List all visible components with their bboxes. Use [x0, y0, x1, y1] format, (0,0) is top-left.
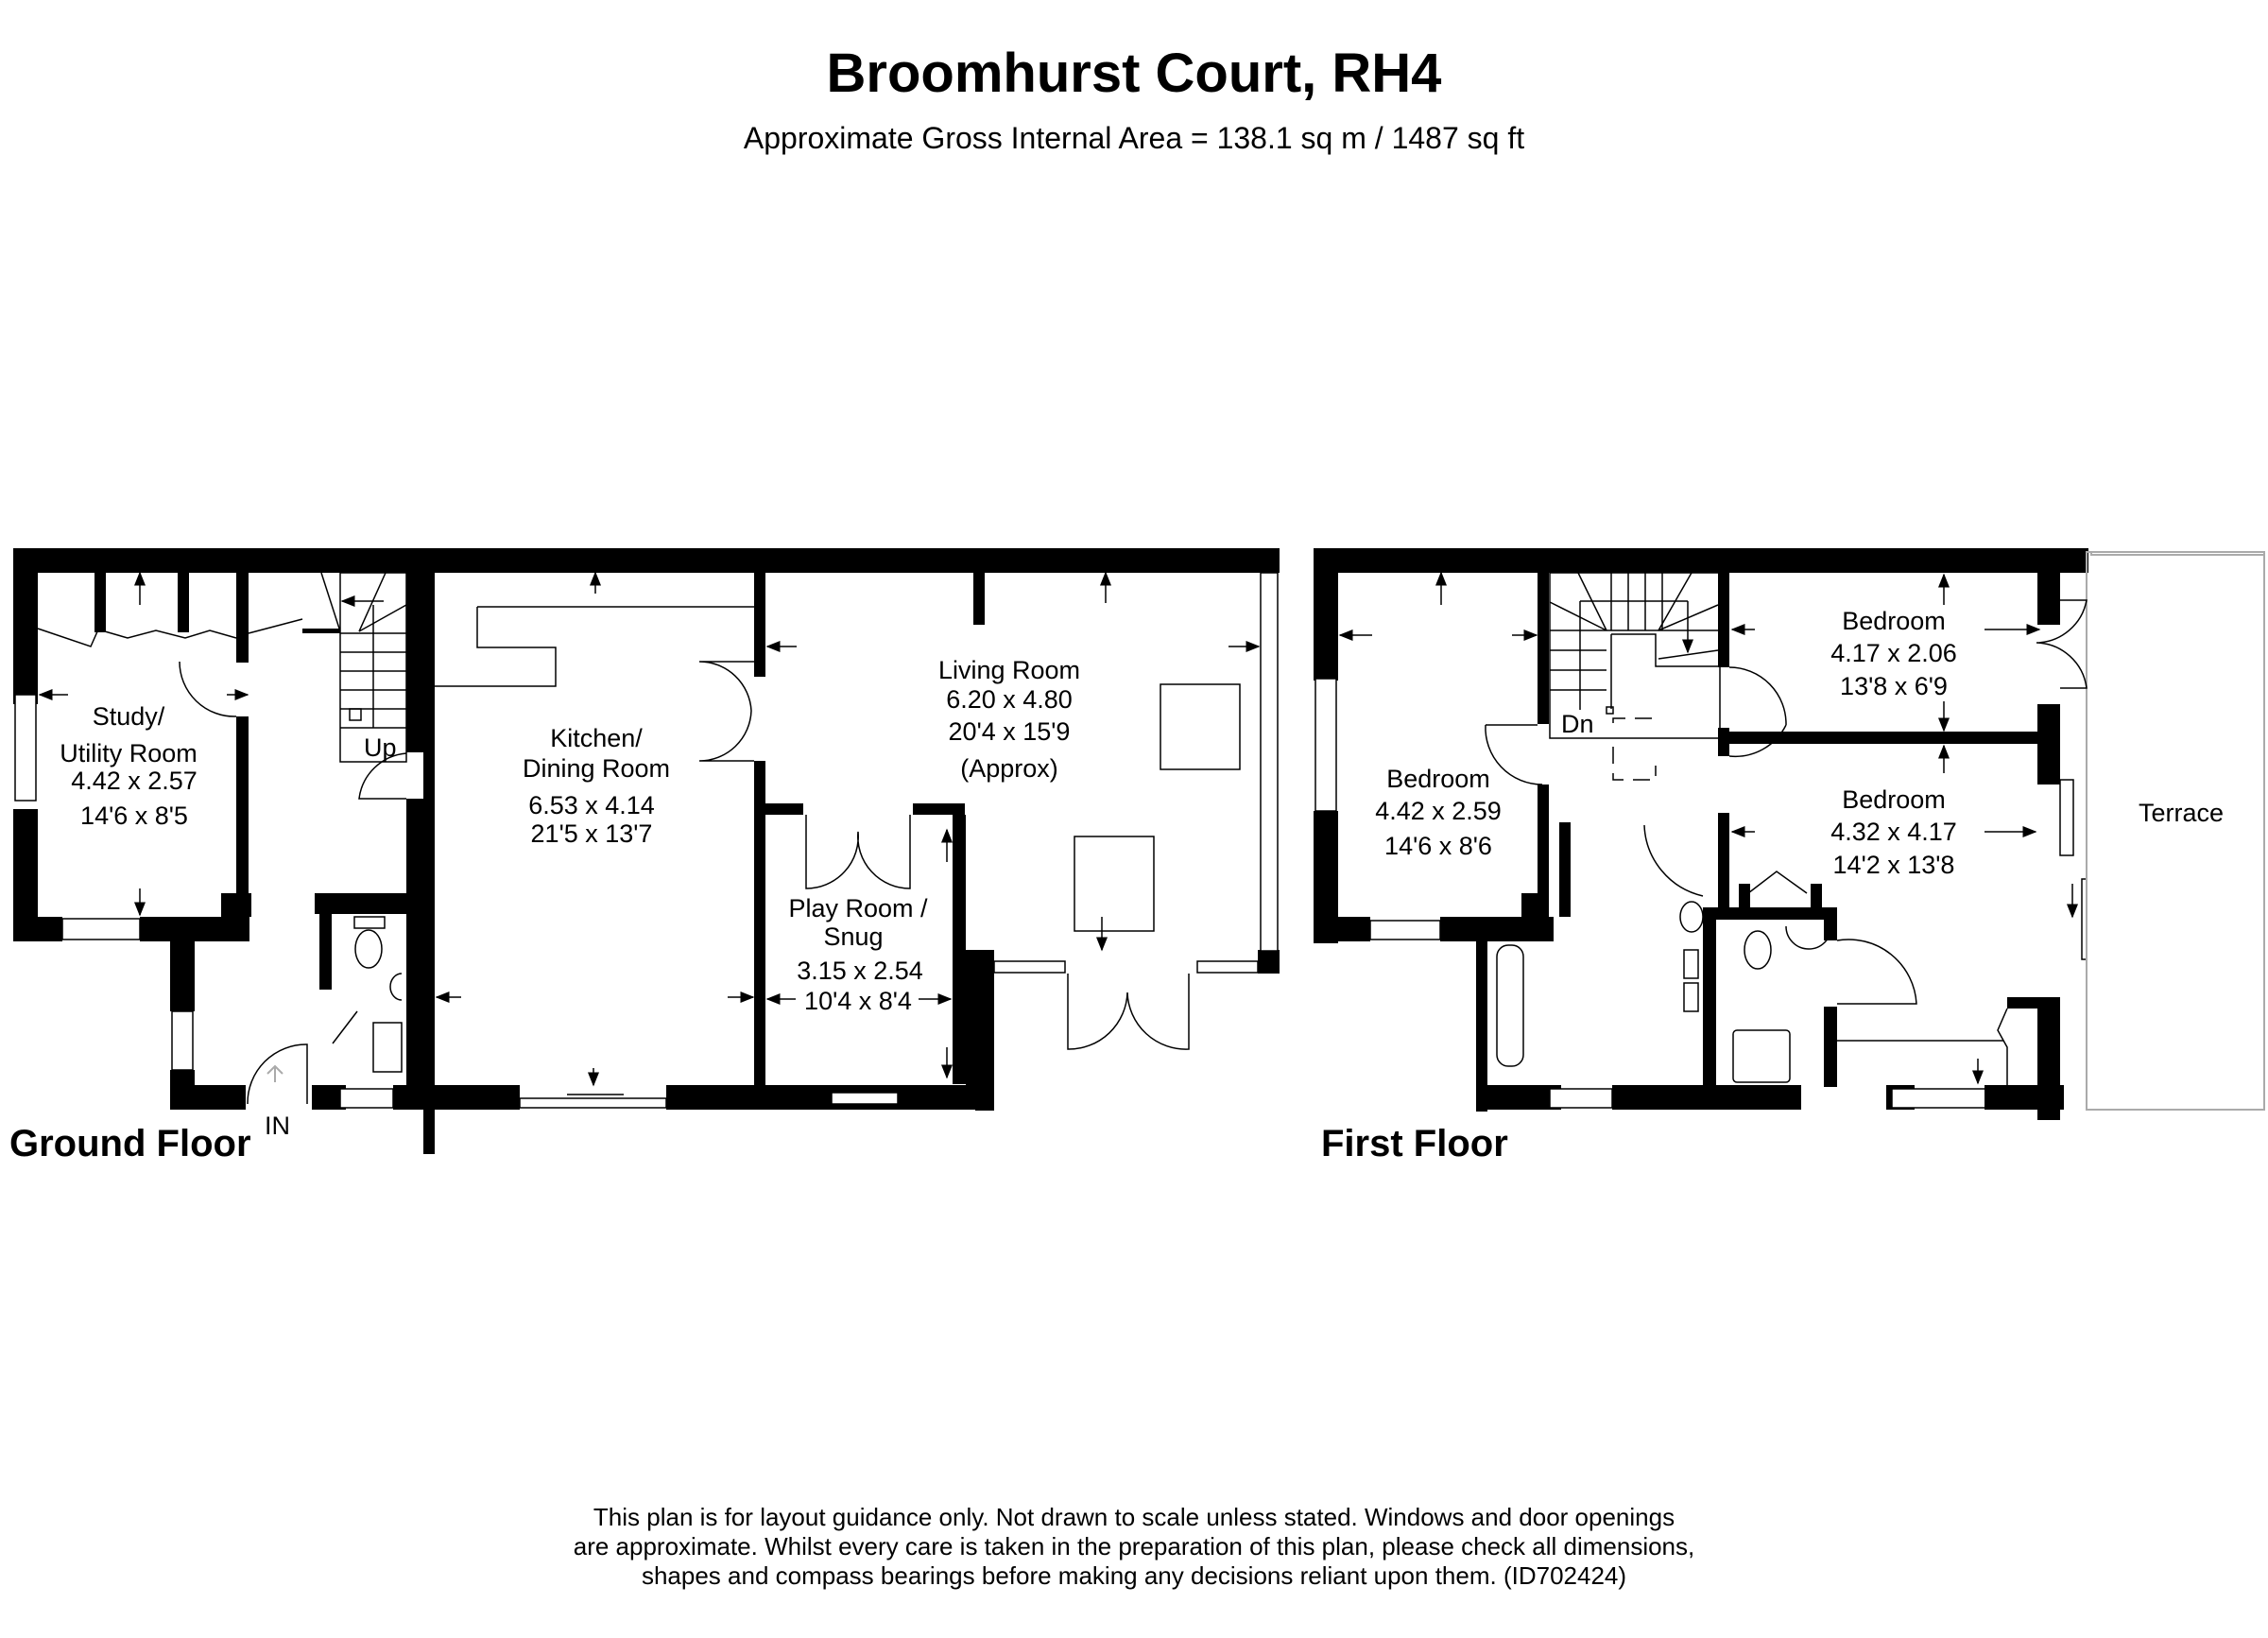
ground-floor-plan: Up: [13, 548, 1280, 1154]
svg-text:14'6 x 8'6: 14'6 x 8'6: [1384, 832, 1492, 860]
svg-text:4.42 x 2.59: 4.42 x 2.59: [1375, 797, 1502, 825]
svg-text:4.42 x 2.57: 4.42 x 2.57: [71, 767, 198, 795]
svg-text:Bedroom: Bedroom: [1842, 607, 1946, 635]
svg-text:21'5 x 13'7: 21'5 x 13'7: [531, 819, 653, 848]
disclaimer: This plan is for layout guidance only. N…: [0, 1503, 2268, 1591]
svg-text:14'2 x 13'8: 14'2 x 13'8: [1833, 851, 1955, 879]
disclaimer-line-1: This plan is for layout guidance only. N…: [593, 1503, 1675, 1531]
svg-text:6.20 x 4.80: 6.20 x 4.80: [946, 685, 1073, 714]
svg-text:Play Room /: Play Room /: [788, 894, 928, 922]
svg-text:(Approx): (Approx): [960, 754, 1058, 783]
living-room-label: Living Room 6.20 x 4.80 20'4 x 15'9 (App…: [938, 656, 1080, 783]
svg-text:Bedroom: Bedroom: [1386, 765, 1490, 793]
kitchen-room-label: Kitchen/ Dining Room 6.53 x 4.14 21'5 x …: [523, 724, 670, 848]
bedroom-1-label: Bedroom 4.42 x 2.59 14'6 x 8'6: [1375, 765, 1502, 860]
svg-text:20'4 x 15'9: 20'4 x 15'9: [949, 717, 1071, 746]
bedroom-3-label: Bedroom 4.32 x 4.17 14'2 x 13'8: [1830, 785, 1957, 879]
svg-text:Kitchen/: Kitchen/: [550, 724, 643, 752]
svg-text:Bedroom: Bedroom: [1842, 785, 1946, 814]
entrance-label: IN: [265, 1112, 290, 1140]
stairs-up-label: Up: [364, 733, 397, 762]
svg-text:Living Room: Living Room: [938, 656, 1080, 684]
svg-text:Utility Room: Utility Room: [60, 739, 198, 767]
disclaimer-line-2: are approximate. Whilst every care is ta…: [573, 1532, 1695, 1560]
svg-text:6.53 x 4.14: 6.53 x 4.14: [528, 791, 655, 819]
ground-floor-label: Ground Floor: [9, 1123, 251, 1164]
first-floor-plan: [1314, 548, 2265, 1120]
svg-text:Study/: Study/: [93, 702, 165, 731]
svg-text:10'4 x 8'4: 10'4 x 8'4: [804, 987, 912, 1015]
svg-text:Dining Room: Dining Room: [523, 754, 670, 783]
svg-text:4.17 x 2.06: 4.17 x 2.06: [1830, 639, 1957, 667]
svg-text:4.32 x 4.17: 4.32 x 4.17: [1830, 818, 1957, 846]
svg-text:13'8 x 6'9: 13'8 x 6'9: [1840, 672, 1948, 700]
svg-text:Snug: Snug: [823, 922, 883, 951]
svg-text:14'6 x 8'5: 14'6 x 8'5: [80, 802, 188, 830]
terrace-label: Terrace: [2139, 799, 2224, 827]
bedroom-2-label: Bedroom 4.17 x 2.06 13'8 x 6'9: [1830, 607, 1957, 700]
first-floor-label: First Floor: [1321, 1123, 1508, 1164]
property-title: Broomhurst Court, RH4: [826, 43, 1442, 104]
study-room-label: Study/ Utility Room 4.42 x 2.57 14'6 x 8…: [60, 702, 198, 830]
gross-area-subtitle: Approximate Gross Internal Area = 138.1 …: [743, 121, 1525, 155]
stairs-down-label: Dn: [1561, 710, 1594, 738]
svg-text:3.15 x 2.54: 3.15 x 2.54: [797, 957, 923, 985]
disclaimer-line-3: shapes and compass bearings before makin…: [641, 1561, 1627, 1590]
snug-room-label: Play Room / Snug 3.15 x 2.54 10'4 x 8'4: [788, 894, 928, 1015]
